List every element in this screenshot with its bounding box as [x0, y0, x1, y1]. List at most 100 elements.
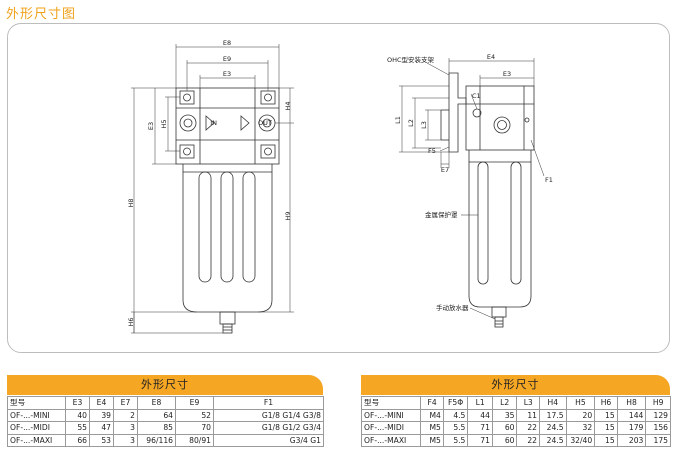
table-header-cell: H9 [645, 396, 671, 410]
dim-h5: H5 [160, 119, 168, 128]
table-cell: 66 [65, 433, 90, 447]
table-header-cell: F1 [213, 396, 324, 410]
table-cell: G3/4 G1 [213, 433, 324, 447]
dim-f5: F5 [428, 147, 436, 155]
table-cell: 60 [491, 433, 518, 447]
table-cell: 129 [645, 408, 671, 422]
table-header-cell: E9 [175, 396, 214, 410]
table-cell: 70 [175, 421, 214, 435]
dim-l3: L3 [420, 121, 428, 129]
table-header-cell: E3 [65, 396, 90, 410]
table-cell: G1/8 G1/2 G3/4 [213, 421, 324, 435]
table-header-cell: E8 [137, 396, 176, 410]
table-cell: 4.5 [442, 408, 469, 422]
table-cell: M5 [420, 421, 444, 435]
table-cell: 44 [467, 408, 493, 422]
table-cell: 144 [616, 408, 647, 422]
table-header-cell: F4 [420, 396, 444, 410]
table-cell: 24.5 [538, 421, 567, 435]
table-header-cell: L1 [467, 396, 493, 410]
dim-e3-side: E3 [147, 122, 155, 130]
table-cell: 32/40 [565, 433, 596, 447]
table-cell: 15 [594, 433, 618, 447]
table-cell: 15 [594, 421, 618, 435]
table-header-cell: E7 [113, 396, 138, 410]
table-cell: 47 [89, 421, 114, 435]
dim-l1: L1 [394, 116, 402, 124]
table-cell: 3 [113, 421, 138, 435]
table-cell: M4 [420, 408, 444, 422]
table-cell: 22 [516, 421, 540, 435]
filter-head-side [465, 85, 535, 151]
dim-f1: F1 [545, 176, 553, 184]
table-left-title: 外形尺寸 [7, 375, 323, 395]
table-cell: OF-...-MAXI [360, 433, 422, 447]
callout-guard: 金属保护罩 [425, 210, 458, 219]
table-cell: OF-...-MIDI [7, 421, 66, 435]
table-cell: 179 [616, 421, 647, 435]
dim-h9: H9 [284, 211, 292, 220]
dim-c1: C1 [472, 92, 481, 100]
filter-head [175, 87, 280, 165]
table-cell: 55 [65, 421, 90, 435]
table-header-cell: H6 [594, 396, 618, 410]
filter-bowl-side [468, 161, 532, 308]
table-header-cell: 型号 [7, 396, 66, 410]
dim-e3: E3 [223, 70, 231, 78]
table-cell: 175 [645, 433, 671, 447]
callout-drain: 手动放水器 [436, 303, 469, 312]
dim-e7: E7 [441, 166, 449, 174]
table-header-cell: E4 [89, 396, 114, 410]
table-right-title: 外形尺寸 [361, 375, 670, 395]
table-cell: 39 [89, 408, 114, 422]
dim-l2: L2 [407, 119, 415, 127]
table-cell: 35 [491, 408, 518, 422]
table-cell: 53 [89, 433, 114, 447]
table-cell: 2 [113, 408, 138, 422]
table-cell: 80/91 [175, 433, 214, 447]
dim-e4: E4 [487, 53, 495, 61]
drawing-frame [7, 23, 670, 353]
table-cell: 40 [65, 408, 90, 422]
table-cell: 156 [645, 421, 671, 435]
table-cell: 3 [113, 433, 138, 447]
table-header-cell: F5Φ [442, 396, 469, 410]
dim-e8: E8 [223, 39, 231, 47]
table-cell: G1/8 G1/4 G3/8 [213, 408, 324, 422]
callout-bracket: OHC型安装支架 [387, 55, 435, 64]
table-cell: 5.5 [442, 433, 469, 447]
table-cell: 203 [616, 433, 647, 447]
table-cell: 85 [137, 421, 176, 435]
table-cell: 20 [565, 408, 596, 422]
table-cell: 15 [594, 408, 618, 422]
table-cell: 64 [137, 408, 176, 422]
filter-bowl [182, 171, 273, 313]
port-in-label: IN [210, 119, 217, 127]
table-cell: M5 [420, 433, 444, 447]
port-out-label: OUT [258, 119, 272, 127]
table-cell: 96/116 [137, 433, 176, 447]
table-cell: 24.5 [538, 433, 567, 447]
page-title: 外形尺寸图 [6, 7, 77, 22]
table-cell: 71 [467, 421, 493, 435]
table-cell: 17.5 [538, 408, 567, 422]
table-cell: OF-...-MINI [7, 408, 66, 422]
table-cell: OF-...-MAXI [7, 433, 66, 447]
table-header-cell: L2 [491, 396, 518, 410]
table-header-cell: H4 [538, 396, 567, 410]
table-header-cell: H8 [616, 396, 647, 410]
table-header-cell: H5 [565, 396, 596, 410]
table-cell: 11 [516, 408, 540, 422]
table-cell: OF-...-MINI [360, 408, 422, 422]
